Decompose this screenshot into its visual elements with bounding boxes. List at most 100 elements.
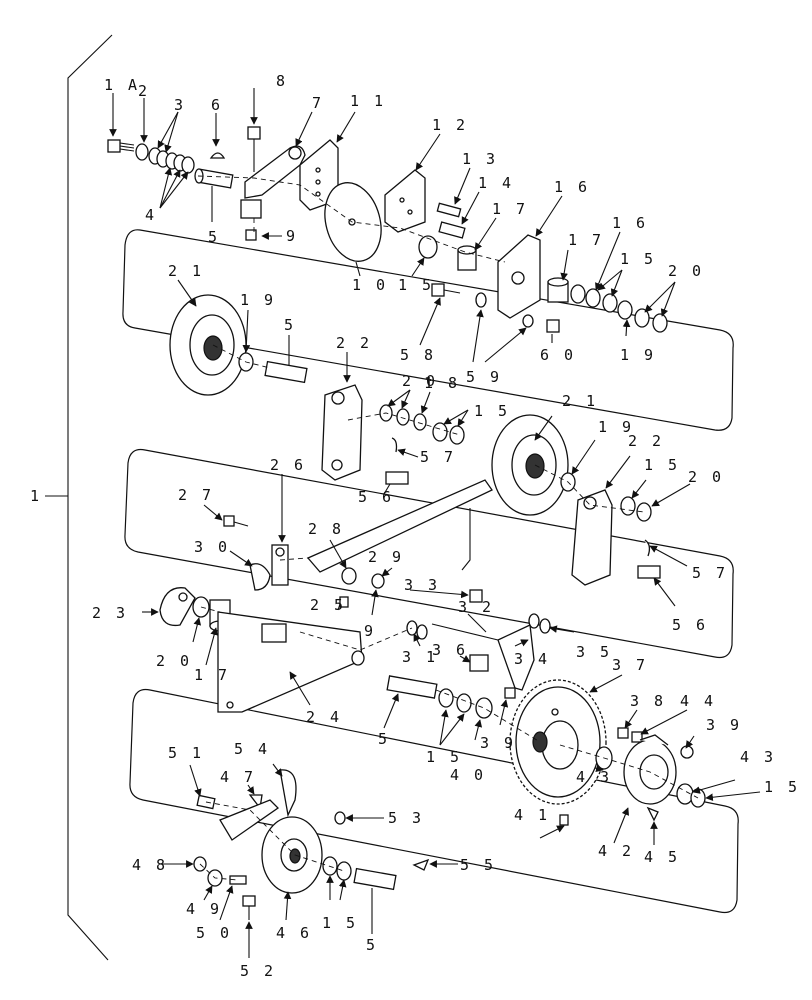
clip-57b xyxy=(644,539,651,557)
lever-22a xyxy=(321,384,363,481)
callout-16-right: 1 6 xyxy=(612,214,648,232)
washer-59a xyxy=(475,292,487,308)
callout-50: 5 0 xyxy=(196,924,232,942)
callout-56-mid: 5 6 xyxy=(672,616,708,634)
wheel-21a xyxy=(169,294,247,396)
callout-48: 4 8 xyxy=(132,856,168,874)
clip-55 xyxy=(412,858,430,871)
plate-24 xyxy=(217,611,363,713)
callout-19-right: 1 9 xyxy=(620,346,656,364)
callout-56-upper: 5 6 xyxy=(358,488,394,506)
callout-45: 4 5 xyxy=(644,848,680,866)
pin-50 xyxy=(229,875,247,885)
lever-arm-47 xyxy=(219,799,280,841)
spring-54 xyxy=(279,769,297,818)
callout-13: 1 3 xyxy=(462,150,498,168)
callout-55: 5 5 xyxy=(460,856,496,874)
nut-39b xyxy=(680,745,694,759)
pin-5-upper xyxy=(264,360,308,384)
callout-24: 2 4 xyxy=(306,708,342,726)
callout-5-upper: 5 xyxy=(284,316,296,334)
callout-20-right: 2 0 xyxy=(668,262,704,280)
callout-23: 2 3 xyxy=(92,604,128,622)
callout-21-mid: 2 1 xyxy=(562,392,598,410)
leader-lines xyxy=(109,88,761,958)
callout-6: 6 xyxy=(211,96,223,114)
key-6 xyxy=(209,152,226,159)
callout-60: 6 0 xyxy=(540,346,576,364)
callout-41: 4 1 xyxy=(514,806,550,824)
callout-15-top: 1 5 xyxy=(398,276,434,294)
housing-42 xyxy=(623,734,677,805)
callout-12: 1 2 xyxy=(432,116,468,134)
pin-41 xyxy=(559,814,569,826)
link-rod-28 xyxy=(306,479,493,573)
callout-54: 5 4 xyxy=(234,740,270,758)
callout-32: 3 2 xyxy=(458,598,494,616)
nut-60 xyxy=(546,319,560,333)
cam-23 xyxy=(159,587,196,627)
bushing-43b xyxy=(676,783,694,805)
callout-15-mid: 1 5 xyxy=(644,456,680,474)
callout-42: 4 2 xyxy=(598,842,634,860)
nut-53 xyxy=(334,811,346,825)
assembly-bracket xyxy=(67,34,113,961)
callout-40: 4 0 xyxy=(450,766,486,784)
callout-47: 4 7 xyxy=(220,768,256,786)
callout-33: 3 3 xyxy=(404,576,440,594)
callout-2: 2 xyxy=(138,82,150,100)
plate-46 xyxy=(261,816,323,894)
callout-14: 1 4 xyxy=(478,174,514,192)
callout-21-upper: 2 1 xyxy=(168,262,204,280)
plate-16 xyxy=(497,234,541,319)
callout-16-top: 1 6 xyxy=(554,178,590,196)
callout-1A: 1 A xyxy=(104,76,140,94)
washer-29 xyxy=(371,573,385,589)
block-36 xyxy=(469,654,489,672)
callout-11: 1 1 xyxy=(350,92,386,110)
callout-53: 5 3 xyxy=(388,809,424,827)
callout-37: 3 7 xyxy=(612,656,648,674)
panel-upper xyxy=(122,229,734,431)
spring-14 xyxy=(438,221,466,239)
bolt-52 xyxy=(242,895,256,920)
washers-15g xyxy=(322,856,352,881)
callout-44: 4 4 xyxy=(680,692,716,710)
bushing-17b xyxy=(547,277,569,303)
callout-36: 3 6 xyxy=(432,641,468,659)
callout-19-mid: 1 9 xyxy=(598,418,634,436)
callout-20-mid: 2 0 xyxy=(688,468,724,486)
callout-46: 4 6 xyxy=(276,924,312,942)
callout-9-mid: 9 xyxy=(364,622,376,640)
washer-2 xyxy=(135,143,149,161)
pin-56a xyxy=(385,471,409,485)
callout-57-mid: 5 7 xyxy=(692,564,728,582)
callout-43-mid: 4 3 xyxy=(576,768,612,786)
callout-31: 3 1 xyxy=(402,648,438,666)
callout-28: 2 8 xyxy=(308,520,344,538)
panel-lower xyxy=(129,688,739,914)
washer-9b xyxy=(351,650,365,666)
lever-26 xyxy=(271,544,289,586)
pin-5-top xyxy=(194,168,234,189)
plate-12 xyxy=(384,169,426,233)
callout-57-upper: 5 7 xyxy=(420,448,456,466)
bolt-27 xyxy=(223,515,249,527)
clip-57a xyxy=(391,437,398,453)
bushing-17a xyxy=(457,245,477,271)
assembly-label: 1 xyxy=(30,487,42,505)
spring-32 xyxy=(431,623,499,641)
lever-22b xyxy=(571,489,613,586)
key-45 xyxy=(646,806,659,822)
bushing-15a xyxy=(418,235,438,259)
bolt-39a xyxy=(504,687,516,699)
washers-15-upper xyxy=(432,422,465,445)
callout-20-upper: 2 0 xyxy=(402,372,438,390)
callout-15-right-lower: 1 5 xyxy=(764,778,800,796)
bolt-58 xyxy=(431,283,461,297)
callout-17-top: 1 7 xyxy=(492,200,528,218)
spring-13 xyxy=(436,202,462,218)
callout-15-right: 1 5 xyxy=(620,250,656,268)
callout-5-lower: 5 xyxy=(378,730,390,748)
